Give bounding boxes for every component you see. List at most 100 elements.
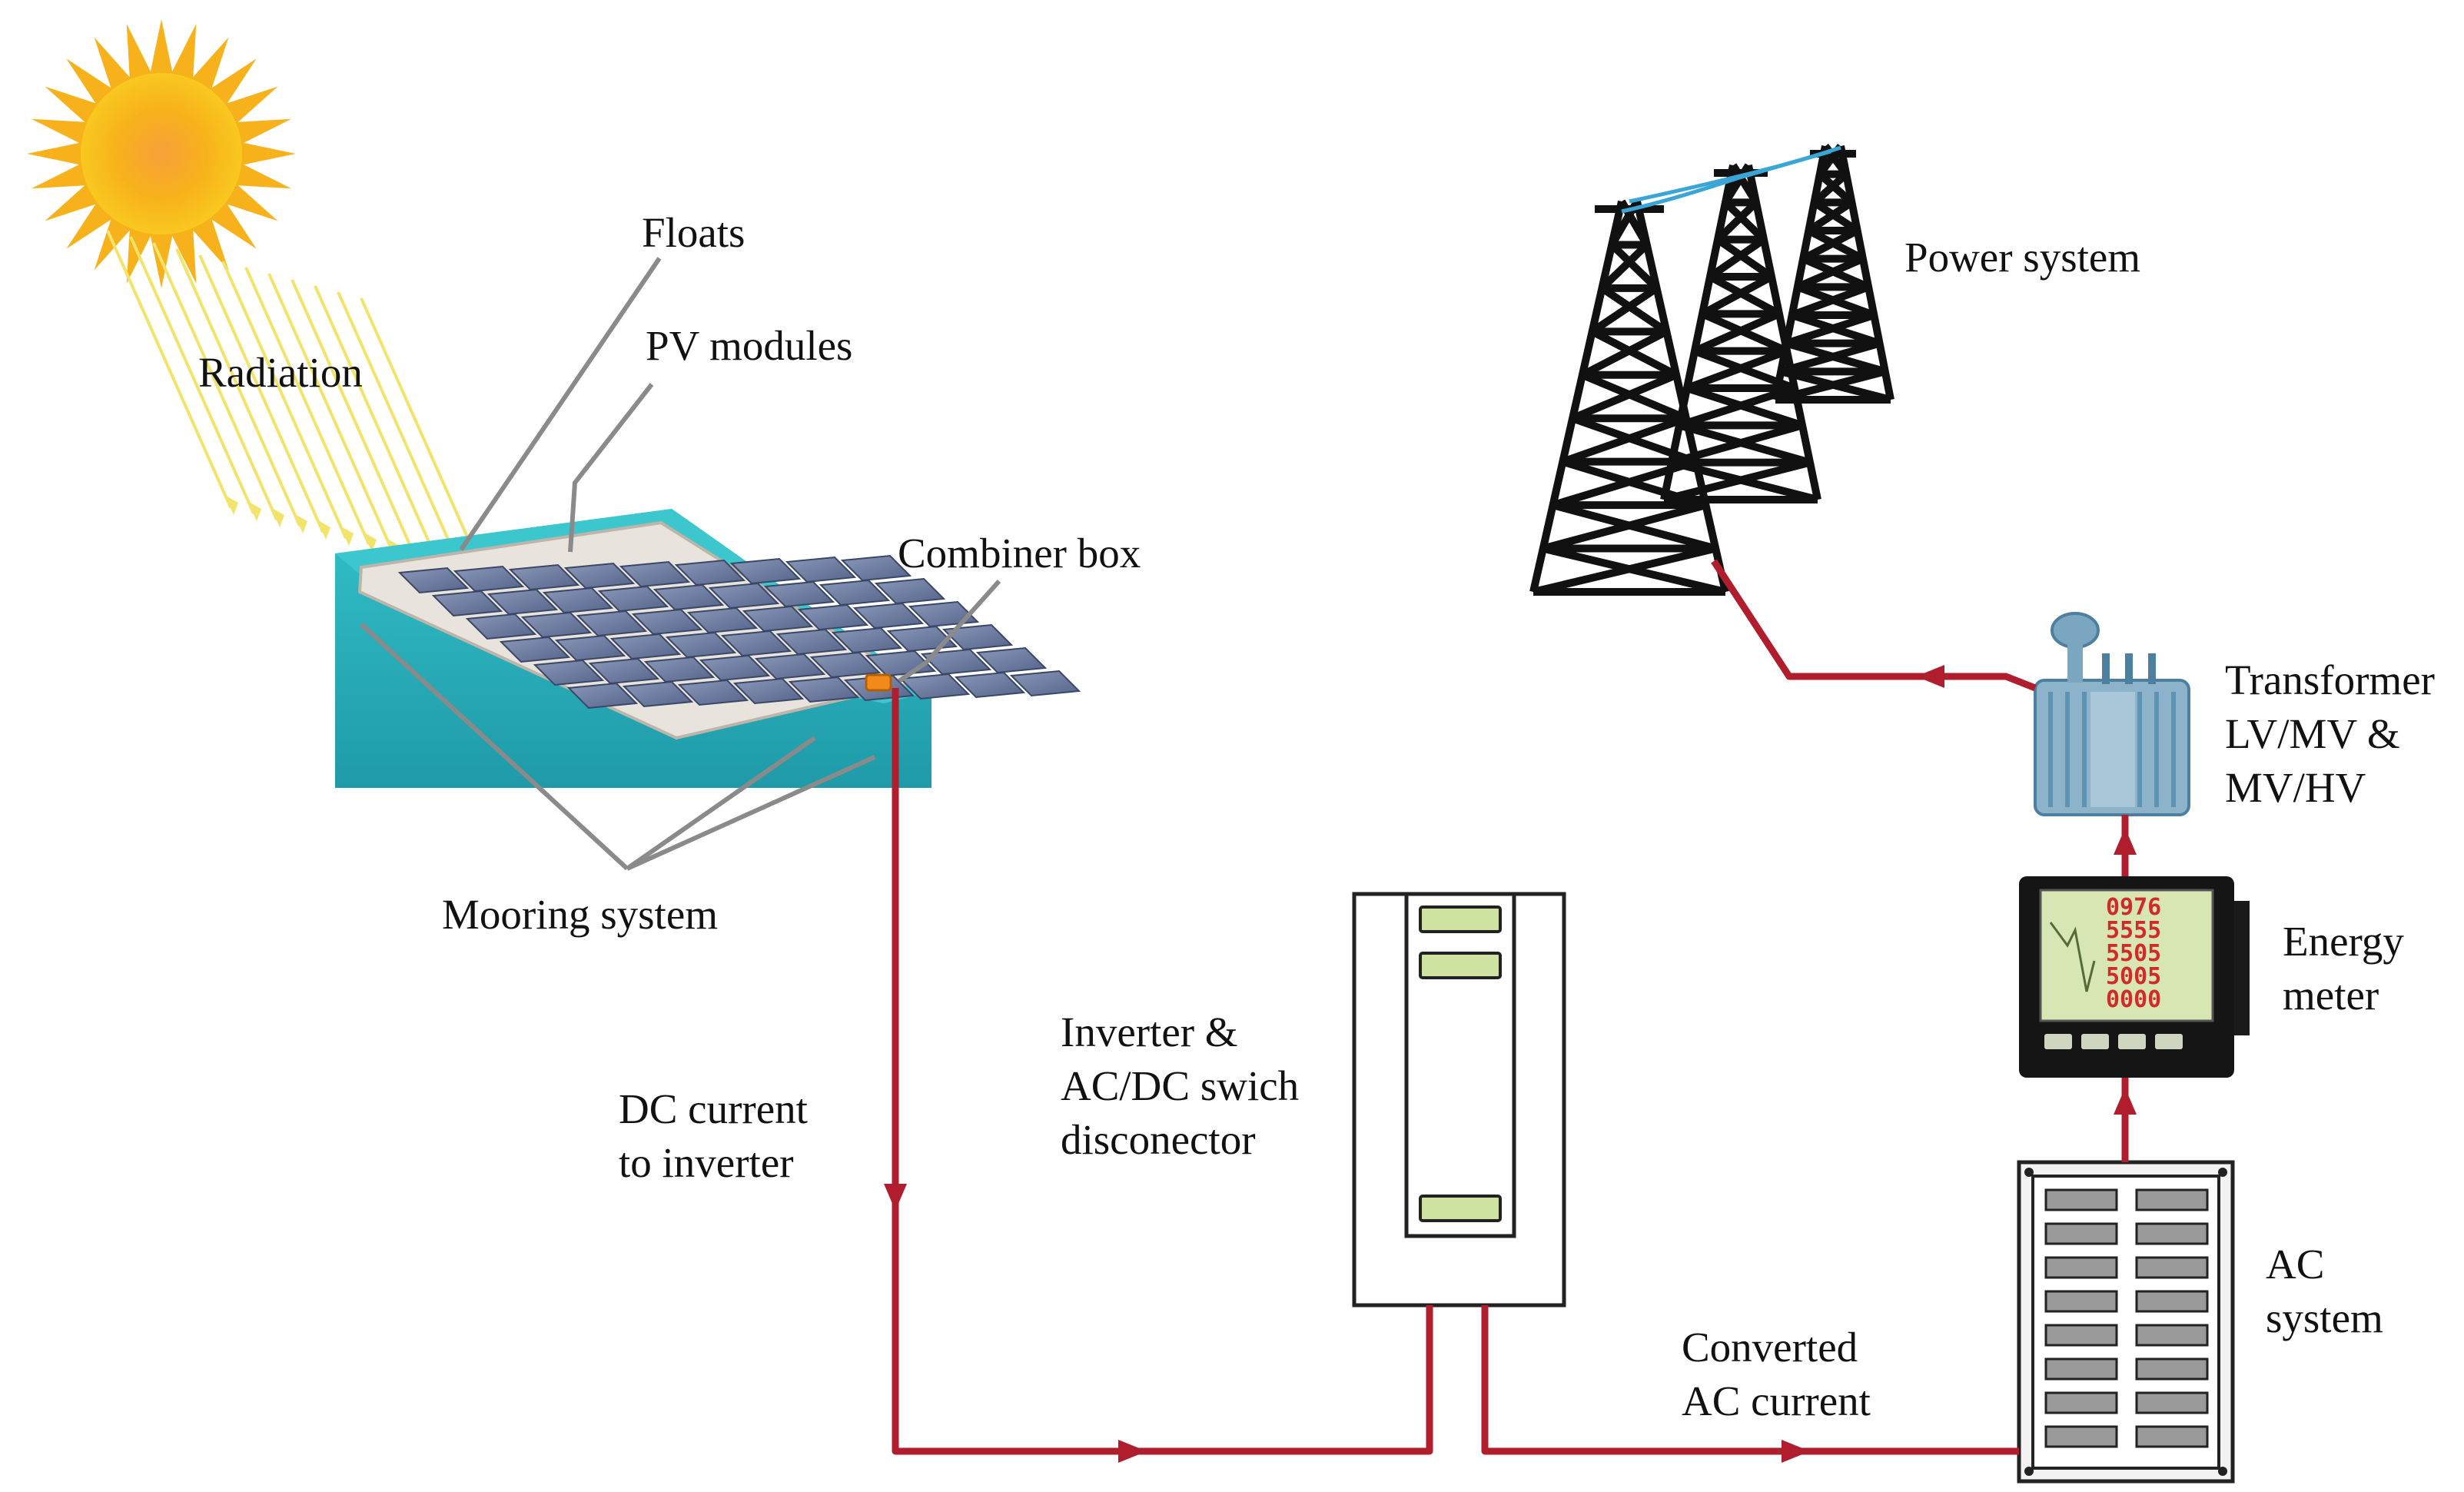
pv-module [674, 559, 746, 586]
radiation-ray [129, 236, 255, 514]
breaker [2044, 1290, 2118, 1313]
meter-reading: 5005 [2106, 963, 2161, 990]
pv-module [431, 590, 503, 617]
breaker [2135, 1256, 2209, 1279]
arrow-left-grid [1916, 665, 1944, 688]
transmission-towers [1529, 144, 1894, 596]
wires [892, 559, 2129, 1455]
converted-ac-label: Converted AC current [1682, 1324, 1871, 1424]
radiation-ray [152, 242, 278, 520]
transmission-tower-icon [1529, 199, 1729, 596]
pv-module [819, 579, 891, 606]
radiation-ray [244, 267, 370, 545]
radiation-ray [337, 291, 463, 570]
inverter-unit [1352, 892, 1566, 1308]
dc-wire [892, 688, 1433, 1455]
radiation-ray-head [224, 495, 238, 515]
breaker [2044, 1324, 2118, 1347]
breaker [2135, 1425, 2209, 1448]
mooring-leader-1 [359, 622, 629, 871]
pv-modules-leader [568, 383, 654, 553]
meter-reading: 5505 [2106, 940, 2161, 967]
breaker [2044, 1188, 2118, 1211]
radiation-ray [106, 230, 232, 508]
dc-current-label: DC current to inverter [619, 1085, 808, 1186]
mooring-leader-2 [626, 736, 816, 871]
pv-module [809, 651, 882, 679]
radiation-ray [360, 297, 486, 576]
pv-module [763, 580, 835, 608]
pv-module [453, 565, 525, 593]
radiation-ray-head [247, 501, 261, 521]
radiation-ray-head [363, 532, 377, 552]
mooring-leader-3 [626, 755, 876, 871]
breaker [2044, 1222, 2118, 1245]
pv-module [588, 657, 660, 685]
pv-module [831, 626, 903, 654]
pv-module [499, 636, 571, 663]
ac-system-panel [2017, 1160, 2235, 1484]
pv-module [643, 656, 716, 683]
transformer-label: Transformer LV/MV & MV/HV [2225, 656, 2435, 811]
radiation-ray [314, 285, 440, 563]
pv-module [975, 646, 1048, 674]
radiation-ray [175, 248, 301, 527]
pv-module [597, 585, 669, 613]
inverter-label: Inverter & AC/DC swich disconector [1061, 1009, 1300, 1163]
pv-module [542, 586, 614, 614]
pv-module [1009, 670, 1081, 697]
pv-module [554, 634, 626, 662]
ac-wire [1481, 1305, 2019, 1455]
pv-module [788, 676, 860, 703]
transmission-tower-icon [1772, 144, 1894, 404]
transformer-to-grid-wire [1711, 559, 2037, 692]
radiation-ray [267, 273, 394, 551]
pv-module [619, 560, 691, 588]
breaker [2135, 1357, 2209, 1381]
pv-module [785, 556, 857, 583]
pv-module [775, 628, 848, 656]
arrow-ac-right [1782, 1440, 1810, 1463]
radiation-label: Radiation [198, 349, 363, 396]
pv-module [520, 611, 593, 639]
pv-module [653, 583, 725, 611]
breaker [2044, 1425, 2118, 1448]
breaker [2044, 1391, 2118, 1414]
pv-module [566, 682, 639, 709]
radiation-ray-head [294, 513, 307, 533]
pv-module [954, 671, 1026, 699]
pv-module [920, 648, 992, 676]
pv-module [852, 602, 925, 630]
meter-reading: 5555 [2106, 917, 2161, 944]
pv-module [898, 673, 971, 700]
breaker [2044, 1256, 2118, 1279]
pv-module [732, 677, 805, 705]
flow-arrows [884, 665, 2137, 1463]
radiation-ray-head [340, 526, 354, 546]
pv-module [631, 608, 703, 636]
arrow-up-transformer [2114, 828, 2137, 855]
pv-modules-label: PV modules [646, 322, 853, 369]
floating-pv-array [335, 509, 1081, 788]
pv-module [874, 577, 946, 605]
pv-module [465, 613, 537, 640]
pv-module [508, 563, 580, 591]
pv-module [563, 562, 636, 590]
breaker [2044, 1357, 2118, 1381]
breaker [2135, 1324, 2209, 1347]
breaker [2135, 1290, 2209, 1313]
pv-module [397, 567, 470, 594]
pv-module [840, 554, 912, 582]
pv-module [754, 653, 826, 680]
pv-module [665, 631, 737, 659]
pv-module [708, 582, 780, 610]
breaker [2135, 1391, 2209, 1414]
pv-module [677, 679, 749, 706]
radiation-ray [198, 254, 324, 533]
arrow-dc-right [1118, 1440, 1147, 1463]
power-lines [1621, 145, 1841, 214]
pv-module [609, 633, 682, 660]
